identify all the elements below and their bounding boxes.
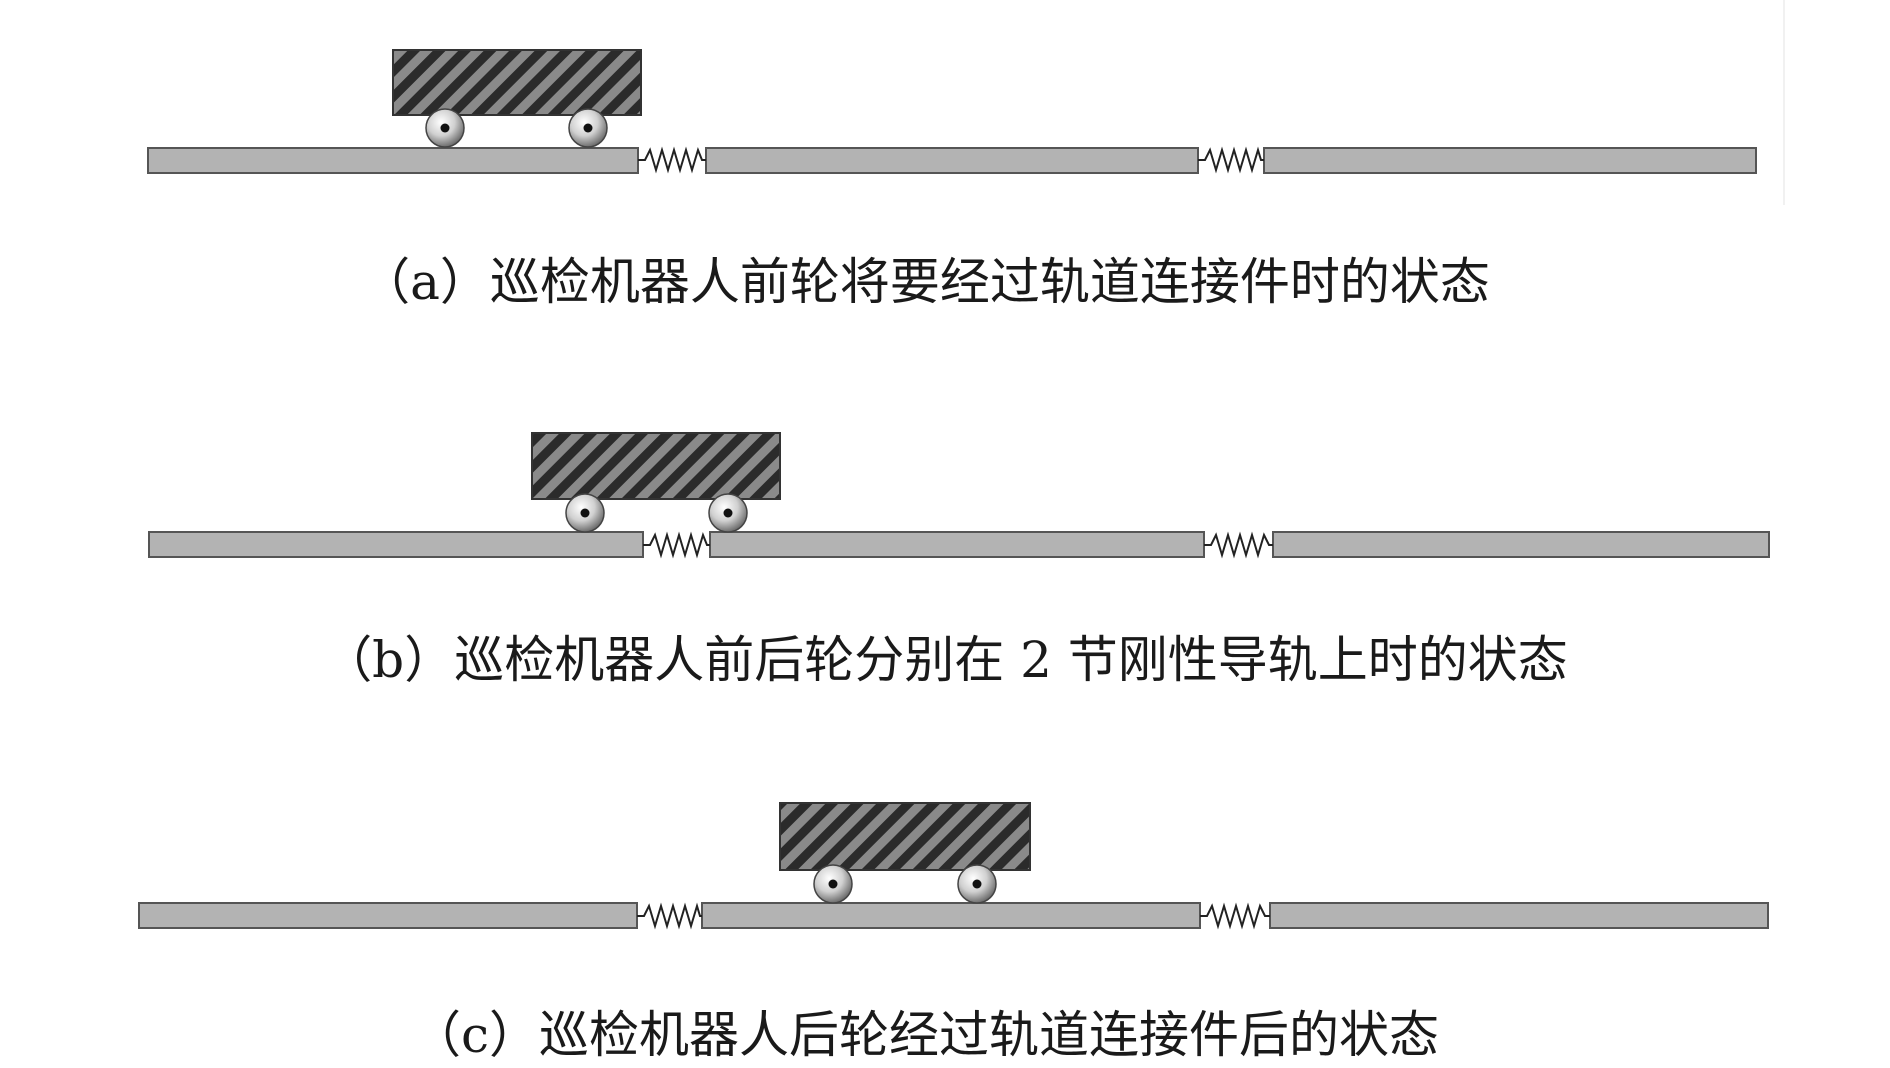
rail-segment-c-3 bbox=[1269, 902, 1769, 929]
panel-c bbox=[138, 802, 1769, 930]
spring-connector-a-2 bbox=[1198, 146, 1264, 174]
spring-connector-a-1 bbox=[638, 146, 706, 174]
rail-track-a bbox=[147, 146, 1757, 174]
spring-connector-c-1 bbox=[637, 902, 702, 930]
rail-segment-b-1 bbox=[148, 531, 644, 558]
rear-wheel-a bbox=[568, 108, 608, 148]
spring-connector-b-2 bbox=[1204, 531, 1273, 559]
robot-body-b bbox=[531, 432, 781, 500]
robot-body-a bbox=[392, 49, 642, 116]
caption-panel-b: （b）巡检机器人前后轮分别在 2 节刚性导轨上时的状态 bbox=[322, 631, 1568, 689]
caption-panel-c: （c）巡检机器人后轮经过轨道连接件后的状态 bbox=[410, 1006, 1439, 1064]
rail-segment-a-3 bbox=[1263, 147, 1757, 174]
rail-track-c bbox=[138, 902, 1769, 930]
rail-segment-c-2 bbox=[701, 902, 1201, 929]
front-wheel-b bbox=[708, 493, 748, 533]
rail-track-b bbox=[148, 531, 1770, 559]
front-wheel-a bbox=[425, 108, 465, 148]
rail-segment-b-3 bbox=[1272, 531, 1770, 558]
inspection-robot-c bbox=[779, 802, 1031, 904]
image-edge-line bbox=[1783, 0, 1785, 205]
rail-segment-b-2 bbox=[709, 531, 1205, 558]
rear-wheel-b bbox=[565, 493, 605, 533]
robot-body-c bbox=[779, 802, 1031, 871]
rail-segment-a-1 bbox=[147, 147, 639, 174]
panel-a bbox=[147, 49, 1757, 174]
panel-b bbox=[148, 432, 1770, 559]
inspection-robot-a bbox=[392, 49, 642, 148]
front-wheel-c bbox=[957, 864, 997, 904]
rail-segment-c-1 bbox=[138, 902, 638, 929]
inspection-robot-b bbox=[531, 432, 781, 533]
spring-connector-c-2 bbox=[1200, 902, 1270, 930]
caption-panel-a: （a）巡检机器人前轮将要经过轨道连接件时的状态 bbox=[360, 253, 1490, 311]
rail-segment-a-2 bbox=[705, 147, 1199, 174]
rear-wheel-c bbox=[813, 864, 853, 904]
spring-connector-b-1 bbox=[643, 531, 710, 559]
